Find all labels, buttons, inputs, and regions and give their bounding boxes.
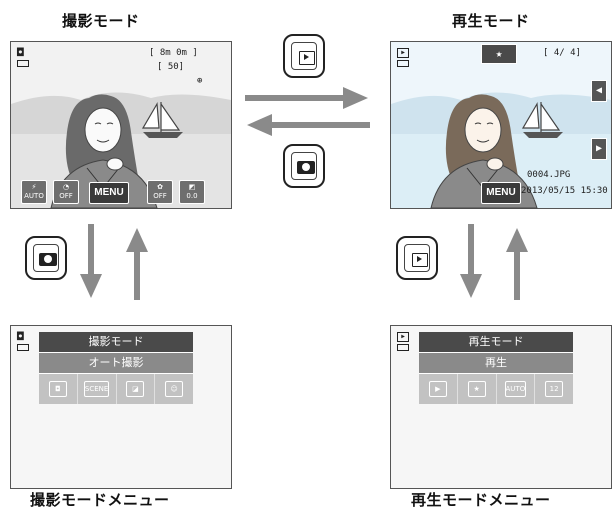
play-icon[interactable]: ▶ [419,374,458,404]
scene-icon[interactable]: SCENE [78,374,117,404]
arrow-down-left-shaft [88,224,94,276]
play-menu-screen: ▶ 再生モード 再生 ▶ ★ AUTO 12 [390,325,612,489]
camera-mode-icon: ◘ [17,46,24,59]
play-mode-screen: ▶ ★ [ 4/ 4] ◀ ▶ 0004.JPG 2013/05/15 15:3… [390,41,612,209]
play-menu-label: 再生モードメニュー [411,491,551,509]
shoot-button-icon[interactable] [283,144,325,188]
shoot-button-icon-left[interactable] [25,236,67,280]
arrow-down-right-head [460,274,482,298]
menu-title: 再生モード [419,332,573,353]
arrow-up-left-head [126,228,148,252]
smart-portrait-icon[interactable]: ◪ [117,374,156,404]
arrow-left-head [247,114,272,136]
flash-mode-button[interactable]: ⚡AUTO [21,180,47,204]
playback-button-icon[interactable] [283,34,325,78]
image-counter: [ 4/ 4] [543,48,581,58]
arrow-right-shaft [245,95,345,101]
macro-button[interactable]: ✿OFF [147,180,173,204]
playback-button-icon-right[interactable] [396,236,438,280]
next-image-button[interactable]: ▶ [591,138,607,160]
shoot-mode-screen: ◘ [ 8m 0m ] [ 50] ⊕ ⚡AUTO ◔OFF MENU ✿OFF… [10,41,232,209]
shoot-menu-screen: ◘ 撮影モード オート撮影 ◘ SCENE ◪ ☺ [10,325,232,489]
playback-mode-icon: ▶ [397,332,409,342]
exposures-remaining: [ 50] [157,62,185,72]
image-size-indicator: [ 8m 0m ] [149,48,198,58]
auto-sort-icon[interactable]: AUTO [497,374,536,404]
shoot-mode-label: 撮影モード [62,12,140,30]
arrow-down-right-shaft [468,224,474,276]
menu-button[interactable]: MENU [89,182,129,204]
battery-icon [17,60,29,67]
shoot-menu-panel: 撮影モード オート撮影 ◘ SCENE ◪ ☺ [39,332,193,404]
recording-datetime: 2013/05/15 15:30 [521,186,608,196]
flow-arrows [80,87,528,300]
battery-icon [397,60,409,67]
favorite-button[interactable]: ★ [481,44,517,64]
arrow-up-right-head [506,228,528,252]
arrow-up-right-shaft [514,250,520,300]
exposure-compensation-button[interactable]: ◩0.0 [179,180,205,204]
playback-mode-icon: ▶ [397,48,409,58]
arrow-up-left-shaft [134,250,140,300]
arrow-right-head [343,87,368,109]
prev-image-button[interactable]: ◀ [591,80,607,102]
menu-icons-row: ▶ ★ AUTO 12 [419,374,573,404]
menu-subtitle: オート撮影 [39,353,193,374]
arrow-down-left-head [80,274,102,298]
play-menu-panel: 再生モード 再生 ▶ ★ AUTO 12 [419,332,573,404]
battery-icon [397,344,409,351]
play-icon [417,256,422,262]
menu-icons-row: ◘ SCENE ◪ ☺ [39,374,193,404]
play-mode-label: 再生モード [452,12,530,30]
arrow-left-shaft [270,122,370,128]
smile-icon[interactable]: ☺ [155,374,193,404]
play-icon [304,54,309,60]
battery-icon [17,344,29,351]
shoot-menu-label: 撮影モードメニュー [30,491,170,509]
menu-title: 撮影モード [39,332,193,353]
list-by-date-icon[interactable]: 12 [535,374,573,404]
camera-icon[interactable]: ◘ [39,374,78,404]
menu-subtitle: 再生 [419,353,573,374]
self-timer-button[interactable]: ◔OFF [53,180,79,204]
menu-button[interactable]: MENU [481,182,521,204]
camera-mode-icon: ◘ [17,330,24,343]
favorite-icon[interactable]: ★ [458,374,497,404]
file-name: 0004.JPG [527,170,571,180]
vr-icon: ⊕ [197,76,203,86]
